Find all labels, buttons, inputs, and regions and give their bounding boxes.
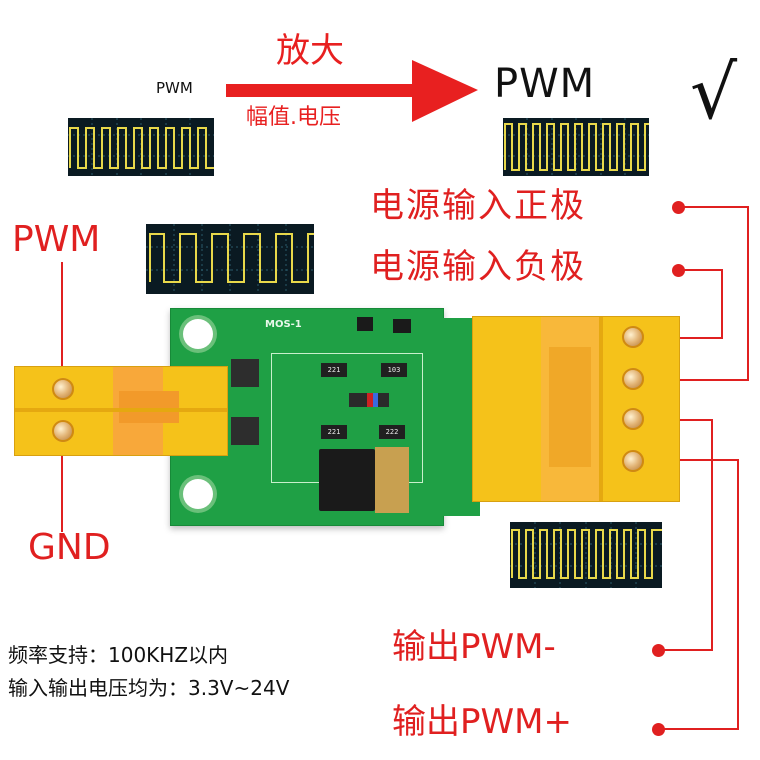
output-pwm-minus-label: 输出PWM- bbox=[392, 627, 556, 667]
terminal-latch-slot bbox=[119, 391, 179, 423]
voltage-spec: 输入输出电压均为：3.3V~24V bbox=[8, 676, 290, 700]
connector-dot-out-minus bbox=[652, 644, 665, 657]
output-pwm-label: PWM bbox=[494, 61, 596, 107]
out-plus-screw[interactable] bbox=[622, 450, 644, 472]
check-mark-icon: √ bbox=[690, 50, 738, 136]
pwm-input-label: PWM bbox=[12, 219, 101, 260]
output-terminal-block[interactable] bbox=[472, 316, 680, 502]
resistor-r3: 222 bbox=[379, 425, 405, 439]
vin-negative-screw[interactable] bbox=[622, 368, 644, 390]
mosfet-chip bbox=[319, 449, 375, 511]
mounting-hole bbox=[183, 479, 213, 509]
transistor bbox=[357, 317, 373, 331]
power-input-positive-label: 电源输入正极 bbox=[370, 186, 586, 226]
amplify-arrow-icon bbox=[226, 60, 478, 122]
scope-inset-output-bottom bbox=[510, 522, 662, 588]
transistor bbox=[393, 319, 411, 333]
mosfet-tab bbox=[375, 447, 409, 513]
scope-inset-input-top bbox=[68, 118, 214, 176]
resistor-r2: 103 bbox=[381, 363, 407, 377]
connector-dot-vin-minus bbox=[672, 264, 685, 277]
amplify-label: 放大 bbox=[276, 31, 344, 71]
amplitude-voltage-label: 幅值.电压 bbox=[246, 105, 341, 130]
connector-dot-out-plus bbox=[652, 723, 665, 736]
scope-inset-output-top bbox=[503, 118, 649, 176]
vin-positive-screw[interactable] bbox=[622, 326, 644, 348]
header-pad bbox=[231, 359, 259, 387]
board-silkscreen-label: MOS-1 bbox=[265, 319, 302, 330]
mounting-hole bbox=[183, 319, 213, 349]
power-input-negative-label: 电源输入负极 bbox=[370, 247, 586, 287]
input-pwm-label: PWM bbox=[156, 79, 193, 97]
right-terminal-base bbox=[430, 318, 480, 516]
input-terminal-block[interactable] bbox=[14, 366, 228, 456]
resistor-r4: 221 bbox=[321, 425, 347, 439]
diode bbox=[349, 393, 389, 407]
output-pwm-plus-label: 输出PWM+ bbox=[392, 702, 572, 742]
frequency-spec: 频率支持：100KHZ以内 bbox=[8, 643, 229, 667]
terminal-divider bbox=[599, 317, 603, 501]
pwm-input-screw[interactable] bbox=[52, 378, 74, 400]
gnd-label: GND bbox=[28, 527, 111, 568]
terminal-latch-slot bbox=[549, 347, 591, 467]
terminal-divider bbox=[15, 408, 227, 412]
resistor-r1: 221 bbox=[321, 363, 347, 377]
out-minus-screw[interactable] bbox=[622, 408, 644, 430]
header-pad bbox=[231, 417, 259, 445]
scope-inset-pwm-input bbox=[146, 224, 314, 294]
gnd-screw[interactable] bbox=[52, 420, 74, 442]
connector-dot-vin-plus bbox=[672, 201, 685, 214]
